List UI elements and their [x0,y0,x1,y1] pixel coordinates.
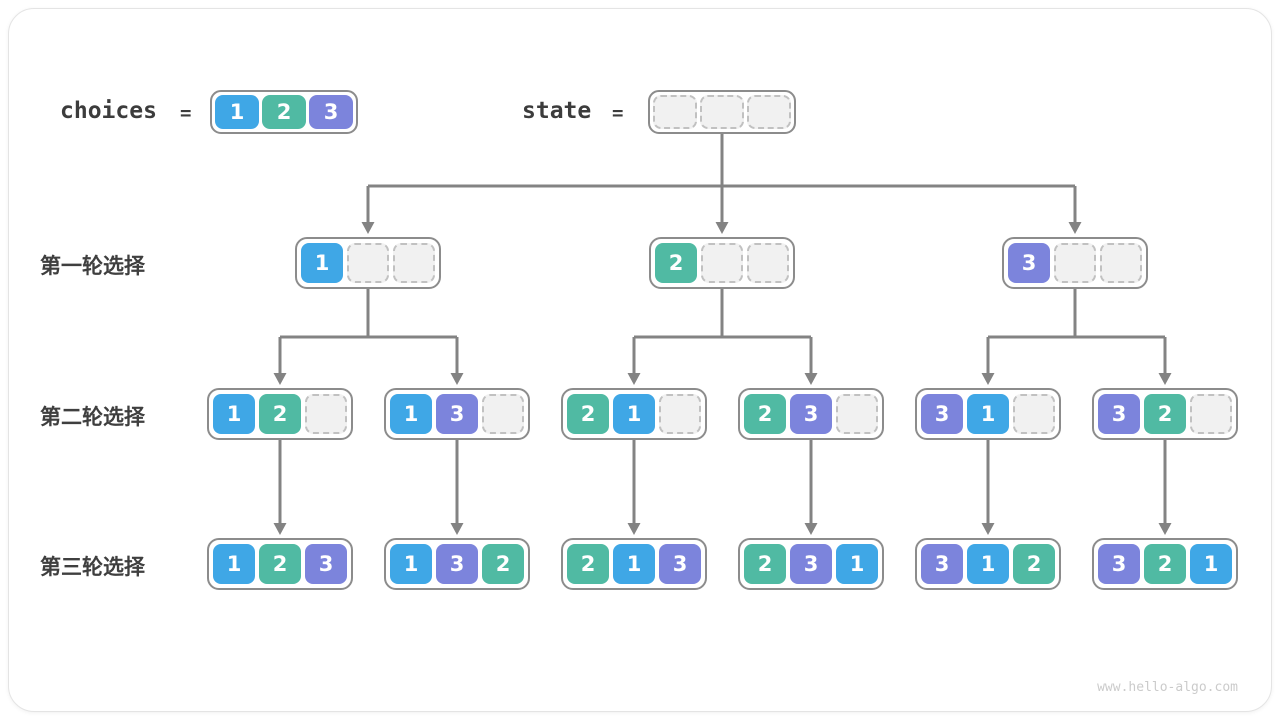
value-cell: 3 [1008,243,1050,283]
value-cell: 2 [259,394,301,434]
round-1-label: 第一轮选择 [40,254,145,278]
value-cell: 3 [305,544,347,584]
empty-cell [347,243,389,283]
round-3-label: 第三轮选择 [40,555,145,579]
state-node-level1-1: 1 [295,237,441,289]
value-cell: 2 [1013,544,1055,584]
empty-cell [700,95,744,129]
value-cell: 2 [262,95,306,129]
state-equals-sign: = [612,102,624,124]
value-cell: 1 [836,544,878,584]
value-cell: 2 [482,544,524,584]
state-node-level1-2: 2 [649,237,795,289]
value-cell: 1 [967,544,1009,584]
value-cell: 1 [301,243,343,283]
empty-cell [747,95,791,129]
value-cell: 1 [215,95,259,129]
empty-cell [653,95,697,129]
value-cell: 2 [1144,544,1186,584]
empty-cell [305,394,347,434]
value-cell: 2 [1144,394,1186,434]
state-label: state [522,98,592,124]
value-cell: 2 [259,544,301,584]
empty-cell [393,243,435,283]
value-cell: 3 [1098,394,1140,434]
value-cell: 1 [213,544,255,584]
value-cell: 1 [613,544,655,584]
value-cell: 2 [567,544,609,584]
empty-cell [701,243,743,283]
state-node-level1-3: 3 [1002,237,1148,289]
value-cell: 3 [659,544,701,584]
value-cell: 1 [967,394,1009,434]
value-cell: 2 [655,243,697,283]
empty-cell [1054,243,1096,283]
empty-cell [659,394,701,434]
value-cell: 3 [1098,544,1140,584]
value-cell: 1 [1190,544,1232,584]
diagram-card [8,8,1272,712]
value-cell: 3 [921,544,963,584]
choices-equals-sign: = [180,102,192,124]
value-cell: 3 [436,544,478,584]
value-cell: 1 [613,394,655,434]
value-cell: 2 [744,544,786,584]
value-cell: 1 [390,394,432,434]
watermark: www.hello-algo.com [1097,680,1238,695]
round-2-label: 第二轮选择 [40,405,145,429]
empty-cell [836,394,878,434]
value-cell: 1 [213,394,255,434]
empty-cell [747,243,789,283]
value-cell: 2 [744,394,786,434]
empty-cell [482,394,524,434]
state-array [648,90,796,134]
empty-cell [1013,394,1055,434]
value-cell: 3 [436,394,478,434]
value-cell: 2 [567,394,609,434]
value-cell: 3 [790,544,832,584]
empty-cell [1190,394,1232,434]
choices-label: choices [60,98,157,124]
value-cell: 3 [309,95,353,129]
value-cell: 1 [390,544,432,584]
value-cell: 3 [790,394,832,434]
value-cell: 3 [921,394,963,434]
empty-cell [1100,243,1142,283]
